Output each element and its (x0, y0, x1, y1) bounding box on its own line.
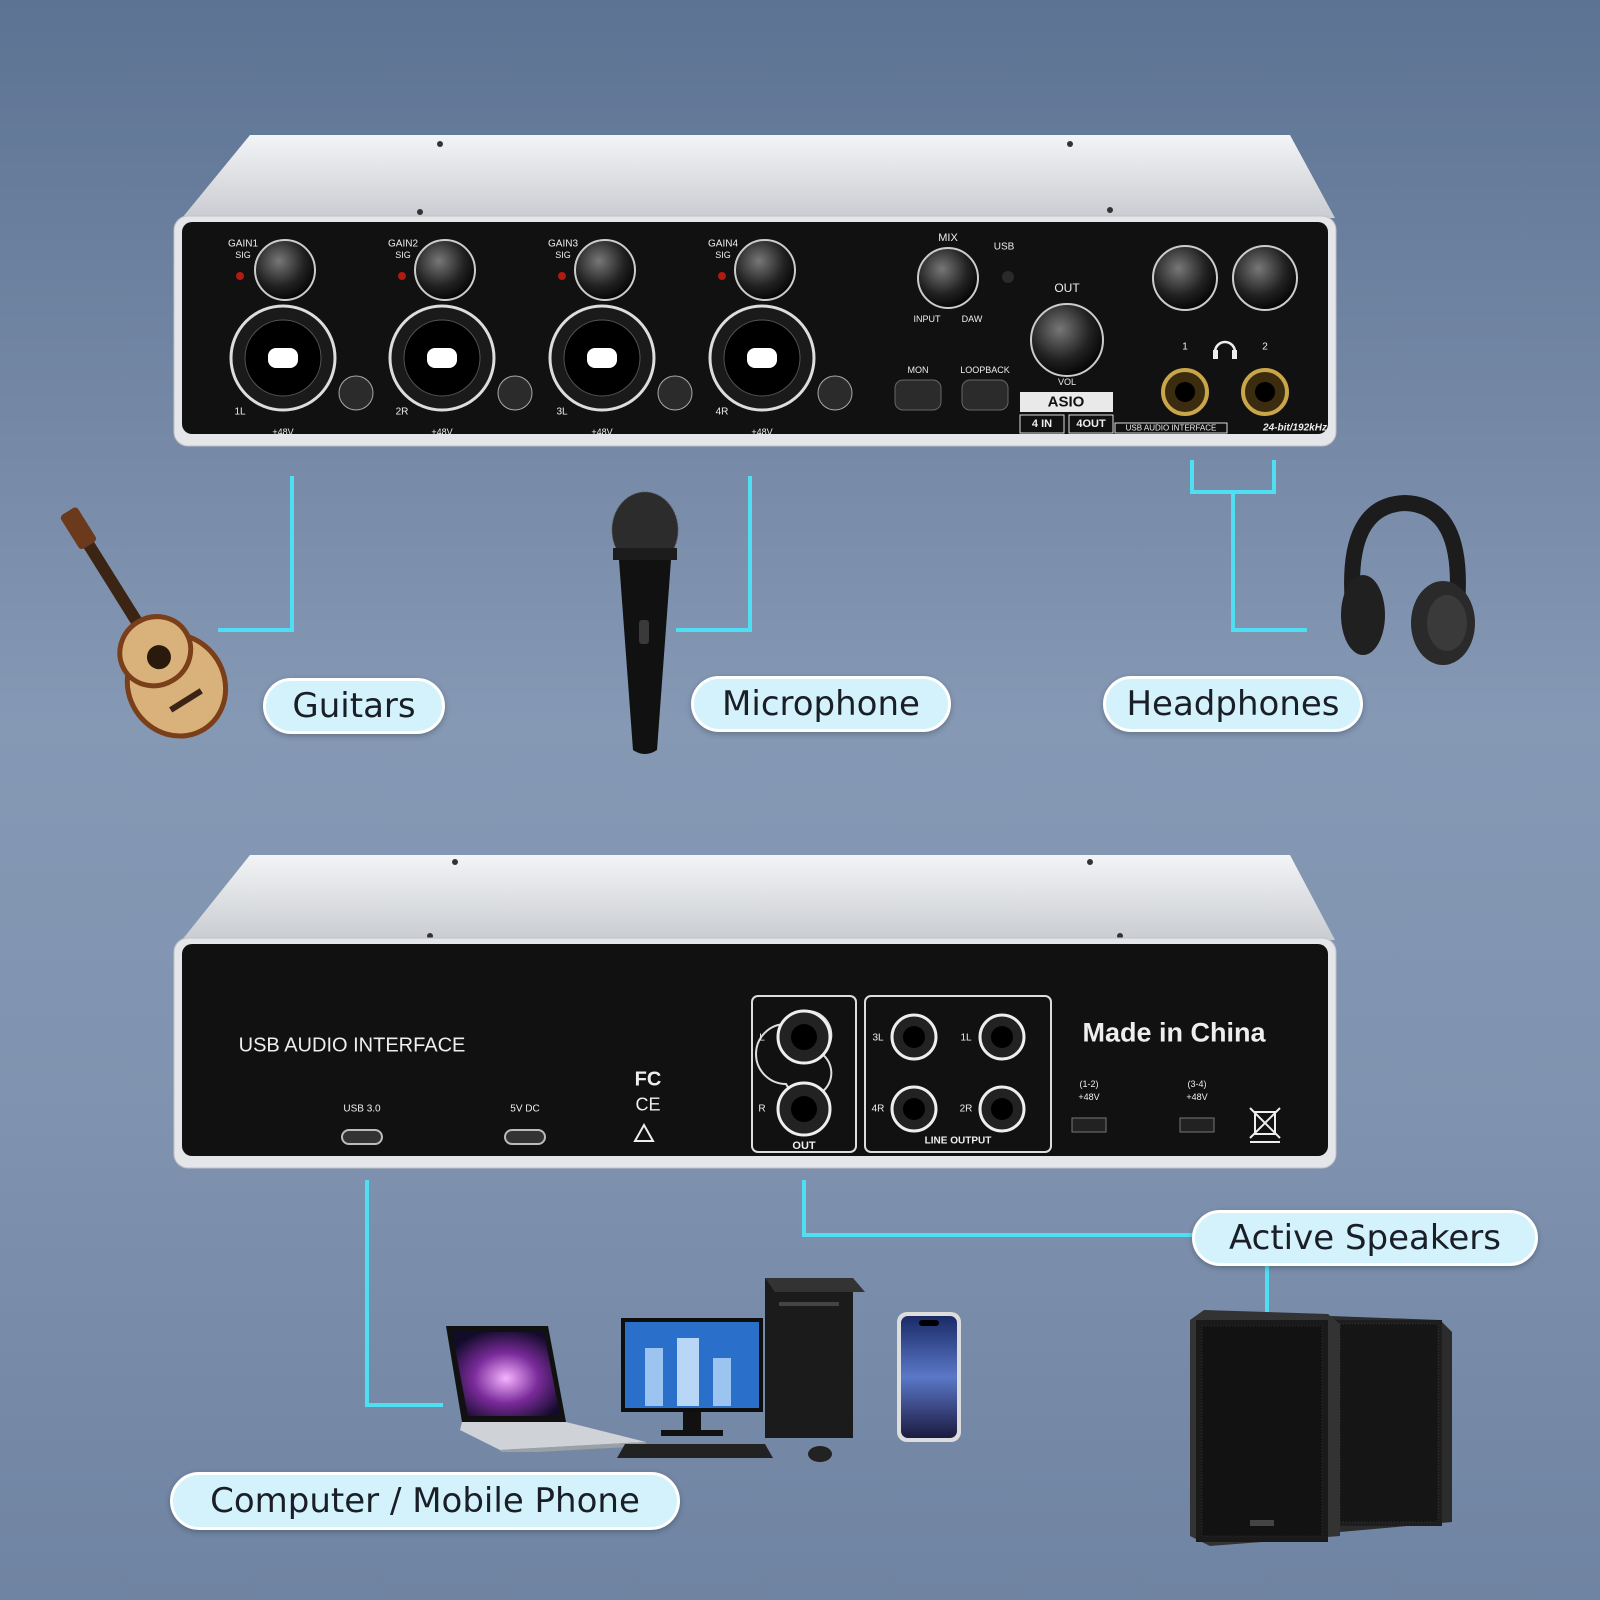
line-1l-label: 1L (960, 1032, 972, 1044)
channel-3 (548, 239, 693, 412)
phantom-1-label: +48V (272, 427, 294, 437)
dc-label: 5V DC (510, 1103, 540, 1115)
headphones-label: Headphones (1103, 676, 1363, 732)
input-1l-label: 1L (234, 406, 246, 418)
rear-title: USB AUDIO INTERFACE (238, 1034, 466, 1057)
out-box (751, 995, 857, 1153)
bit-rate-label: 24-bit/192kHz (1263, 422, 1327, 434)
computer-mobile-label: Computer / Mobile Phone (170, 1472, 680, 1530)
phantom-switch-12 (1071, 1117, 1107, 1133)
usb-label: USB (993, 241, 1015, 253)
sig2-label: SIG (395, 250, 411, 260)
out-label-rear: OUT (792, 1140, 816, 1152)
gain4-label: GAIN4 (707, 238, 739, 250)
out-r-label: R (758, 1103, 766, 1115)
mic-connector-horizontal (676, 628, 752, 632)
front-controls (229, 239, 1298, 434)
line-4r-label: 4R (871, 1103, 885, 1115)
loopback-label: LOOPBACK (960, 365, 1010, 375)
speaker-connector-vertical (802, 1180, 806, 1237)
hp1-knob (1152, 245, 1218, 311)
input-4r-label: 4R (715, 406, 729, 418)
hp2-knob (1232, 245, 1298, 311)
guitar-connector-horizontal (218, 628, 294, 632)
weee-bin-icon (1249, 1107, 1281, 1143)
hp-connector-left (1190, 460, 1194, 494)
desktop-illustration (617, 1278, 865, 1462)
sig3-label: SIG (555, 250, 571, 260)
phantom-switch-34 (1179, 1117, 1215, 1133)
asio-label: ASIO (1047, 393, 1085, 411)
certification-icon (633, 1122, 655, 1142)
hp-connector-horizontal (1231, 628, 1307, 632)
gain3-label: GAIN3 (547, 238, 579, 250)
microphone-label: Microphone (691, 676, 951, 732)
gain2-label: GAIN2 (387, 238, 419, 250)
phantom-34-voltage: +48V (1186, 1092, 1208, 1102)
ukulele-illustration (60, 507, 229, 739)
headphones-illustration (1341, 495, 1475, 665)
sig1-label: SIG (235, 250, 251, 260)
active-speakers-label: Active Speakers (1192, 1210, 1538, 1266)
phantom-12-range: (1-2) (1079, 1079, 1099, 1089)
out-count-label: 4OUT (1076, 418, 1106, 430)
channel-4 (708, 239, 853, 412)
hp2-label: 2 (1262, 341, 1268, 353)
phantom-3-label: +48V (591, 427, 613, 437)
sig4-label: SIG (715, 250, 731, 260)
out-l-label: L (759, 1032, 765, 1044)
laptop-illustration (446, 1326, 646, 1452)
usb-audio-interface-label: USB AUDIO INTERFACE (1125, 423, 1217, 433)
usb3-label: USB 3.0 (343, 1103, 381, 1115)
speaker-connector-horizontal (802, 1233, 1197, 1237)
ce-mark: CE (635, 1094, 661, 1115)
line-output-label: LINE OUTPUT (924, 1135, 992, 1147)
input-2r-label: 2R (395, 406, 409, 418)
usb-connector-horizontal (365, 1403, 443, 1407)
line-3l-label: 3L (872, 1032, 884, 1044)
front-device: GAIN1 SIG GAIN2 SIG GAIN3 SIG GAIN4 SIG … (170, 130, 1370, 460)
out-label: OUT (1054, 281, 1080, 295)
headphone-icon (1213, 340, 1237, 353)
rear-device: USB AUDIO INTERFACE USB 3.0 5V DC FC CE … (170, 850, 1370, 1180)
hp1-label: 1 (1182, 341, 1188, 353)
phantom-34-range: (3-4) (1187, 1079, 1207, 1089)
mon-label: MON (907, 365, 929, 375)
mix-knob (917, 247, 979, 309)
line-output-box (864, 995, 1052, 1153)
made-in-label: Made in China (1082, 1017, 1266, 1048)
rear-device-chassis (173, 855, 1337, 1169)
phantom-12-voltage: +48V (1078, 1092, 1100, 1102)
mix-label: MIX (938, 232, 958, 244)
usb-led (1002, 271, 1014, 283)
hp-connector-right (1272, 460, 1276, 494)
usb3-port (341, 1129, 383, 1145)
loopback-button-shape (961, 379, 1009, 411)
gain1-label: GAIN1 (227, 238, 259, 250)
volume-knob (1030, 303, 1104, 377)
mon-button-shape (894, 379, 942, 411)
daw-mix-label: DAW (961, 314, 983, 324)
input-3l-label: 3L (556, 406, 568, 418)
dc-port (504, 1129, 546, 1145)
line-2r-label: 2R (959, 1103, 973, 1115)
microphone-illustration (611, 491, 679, 754)
speaker-connector-down (1265, 1264, 1269, 1314)
fc-mark: FC (634, 1068, 662, 1091)
guitar-connector-vertical (290, 476, 294, 632)
channel-1 (229, 239, 374, 412)
input-mix-label: INPUT (913, 314, 941, 324)
channel-2 (388, 239, 533, 412)
usb-connector-vertical (365, 1180, 369, 1407)
vol-label: VOL (1057, 377, 1077, 387)
guitars-label: Guitars (263, 678, 445, 734)
phantom-2-label: +48V (431, 427, 453, 437)
phantom-4-label: +48V (751, 427, 773, 437)
speakers-illustration (1190, 1310, 1452, 1546)
in-count-label: 4 IN (1031, 418, 1053, 430)
mic-connector-vertical (748, 476, 752, 632)
phone-illustration (897, 1312, 961, 1442)
hp-connector-vertical (1231, 490, 1235, 632)
